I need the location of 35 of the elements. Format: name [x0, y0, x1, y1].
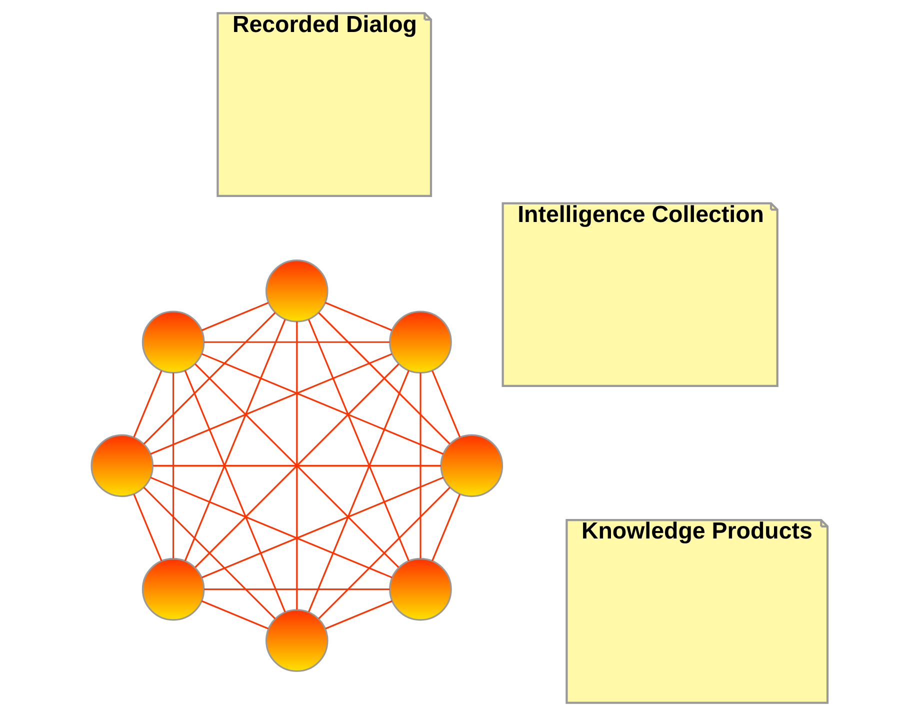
connector [184, 318, 286, 561]
connector [194, 362, 399, 568]
connector [142, 312, 276, 444]
connector [132, 370, 162, 438]
connector [204, 340, 390, 342]
connector [184, 370, 286, 612]
node-circle [388, 557, 452, 620]
connector [132, 494, 162, 561]
node-circle [440, 434, 503, 497]
connector [200, 302, 268, 331]
connector [296, 321, 298, 609]
connector [201, 352, 444, 454]
connector [308, 318, 409, 561]
node-circle [264, 608, 328, 672]
node-circle [90, 434, 154, 497]
connector [324, 301, 392, 330]
connector [172, 372, 174, 558]
node-circle [264, 259, 328, 322]
connector [431, 494, 460, 561]
connector [204, 588, 390, 590]
connector [200, 600, 268, 629]
connector [201, 476, 444, 578]
connector [431, 370, 460, 438]
node-circle [388, 310, 452, 374]
connector [142, 486, 276, 619]
connector [150, 476, 392, 578]
connector [308, 370, 409, 612]
connector [419, 372, 421, 558]
connector [318, 312, 450, 444]
node-circle [141, 310, 204, 374]
node-circle [141, 557, 204, 620]
connector [324, 600, 392, 629]
connector [150, 352, 392, 454]
connector [152, 464, 440, 466]
connector [318, 486, 450, 619]
